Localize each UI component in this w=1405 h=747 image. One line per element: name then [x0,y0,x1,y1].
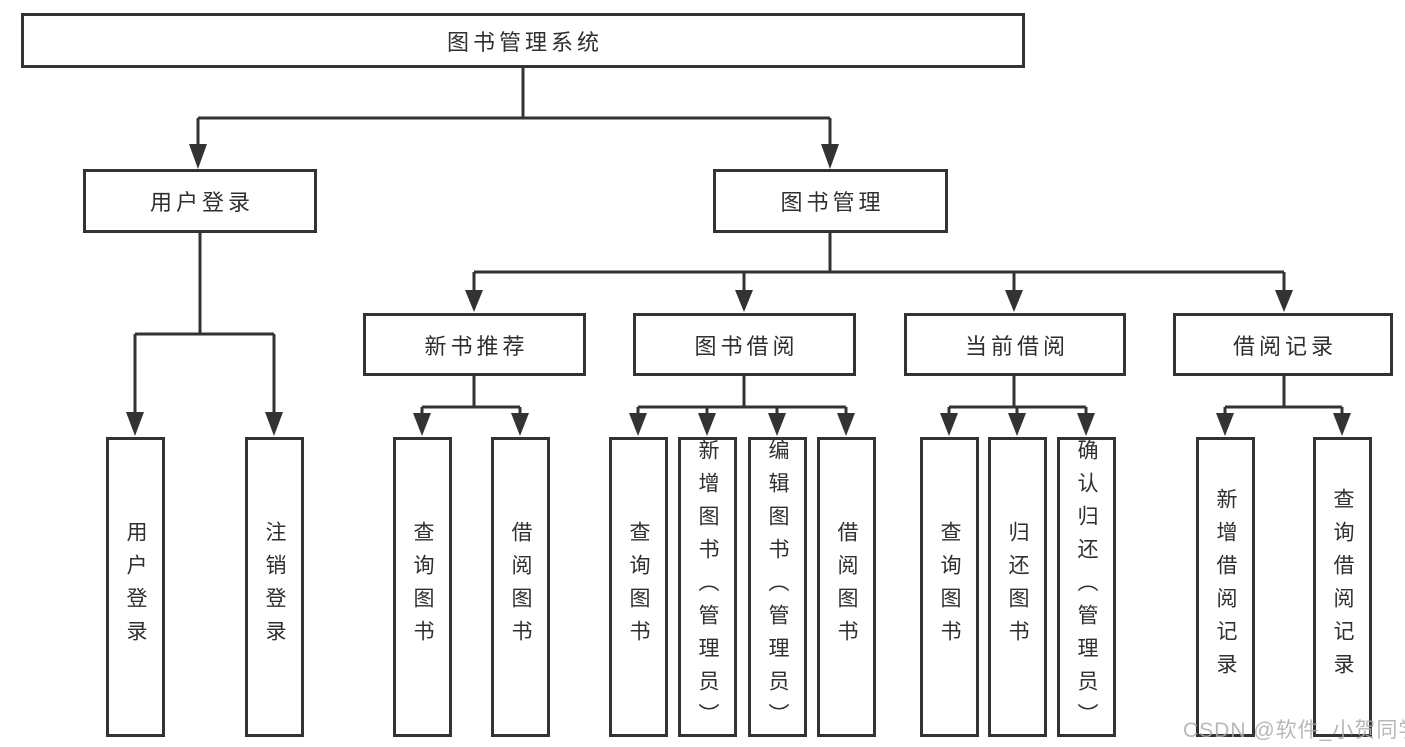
leaf-edit-book-admin: 编辑图书（管理员） [748,437,807,737]
node-borrow-records: 借阅记录 [1173,313,1393,376]
node-user-login: 用户登录 [83,169,317,233]
node-borrow-records-label: 借阅记录 [1232,333,1337,359]
leaf-recommend-borrow-book: 借阅图书 [491,437,550,737]
leaf-logout: 注销登录 [245,437,304,737]
leaf-borrowing-borrow-book: 借阅图书 [817,437,876,737]
leaf-return-book: 归还图书 [988,437,1047,737]
node-library-system-label: 图书管理系统 [446,29,603,55]
node-book-borrowing: 图书借阅 [633,313,856,376]
node-book-borrowing-label: 图书借阅 [694,333,799,359]
watermark: CSDN @软件_小贺同学 [1183,719,1405,742]
leaf-query-borrow-record: 查询借阅记录 [1313,437,1372,737]
leaf-add-book-admin: 新增图书（管理员） [678,437,737,737]
leaf-borrowing-borrow-book-label: 借阅图书 [835,521,859,653]
leaf-confirm-return-admin: 确认归还（管理员） [1057,437,1116,737]
node-new-book-recommend-label: 新书推荐 [424,333,529,359]
leaf-recommend-borrow-book-label: 借阅图书 [509,521,533,653]
node-book-management-label: 图书管理 [780,190,885,215]
leaf-add-borrow-record-label: 新增借阅记录 [1214,488,1238,686]
leaf-current-query-book-label: 查询图书 [938,521,962,653]
leaf-borrowing-query-book-label: 查询图书 [627,521,651,653]
leaf-logout-label: 注销登录 [263,521,287,653]
leaf-recommend-query-book: 查询图书 [393,437,452,737]
leaf-recommend-query-book-label: 查询图书 [411,521,435,653]
leaf-query-borrow-record-label: 查询借阅记录 [1331,488,1355,686]
node-user-login-label: 用户登录 [149,190,254,215]
leaf-user-login: 用户登录 [106,437,165,737]
node-library-system: 图书管理系统 [21,13,1025,68]
leaf-add-borrow-record: 新增借阅记录 [1196,437,1255,737]
leaf-add-book-admin-label: 新增图书（管理员） [696,438,720,736]
node-current-borrowing-label: 当前借阅 [964,333,1069,359]
leaf-edit-book-admin-label: 编辑图书（管理员） [766,438,790,736]
node-book-management: 图书管理 [713,169,948,233]
leaf-borrowing-query-book: 查询图书 [609,437,668,737]
leaf-current-query-book: 查询图书 [920,437,979,737]
node-current-borrowing: 当前借阅 [904,313,1126,376]
leaf-user-login-label: 用户登录 [124,521,148,653]
leaf-confirm-return-admin-label: 确认归还（管理员） [1075,438,1099,736]
node-new-book-recommend: 新书推荐 [363,313,586,376]
leaf-return-book-label: 归还图书 [1006,521,1030,653]
